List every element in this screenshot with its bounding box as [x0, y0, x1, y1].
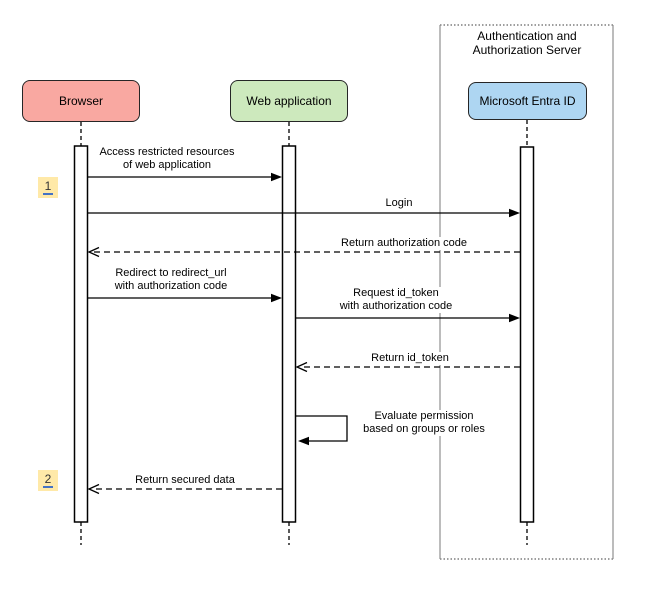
actor-web-application: Web application [230, 80, 348, 122]
message-line: Return secured data [135, 474, 235, 486]
badge-step-1[interactable]: 1 [38, 177, 58, 198]
message-line: Login [385, 197, 413, 209]
message-line: based on groups or roles [363, 423, 485, 435]
frame-title-line: Authentication and [477, 29, 577, 43]
frame-title-line: Authorization Server [472, 43, 582, 57]
actor-microsoft-entra-id: Microsoft Entra ID [468, 82, 587, 120]
message-line: Request id_token [353, 287, 439, 299]
arrowhead-return-auth-code [87, 246, 100, 258]
arrowhead-redirect [271, 293, 282, 303]
message-label-login: Login [383, 197, 415, 210]
message-label-request-id-token: Request id_token with authorization code [337, 287, 455, 313]
actor-label: Microsoft Entra ID [479, 94, 576, 108]
badge-number[interactable]: 1 [42, 179, 54, 195]
arrowhead-request-id-token [509, 313, 520, 323]
badge-step-2[interactable]: 2 [38, 470, 58, 491]
arrowhead-login [509, 208, 520, 218]
frame-title: Authentication and Authorization Server [441, 29, 613, 57]
arrowhead-access-restricted [271, 172, 282, 182]
message-line: Return authorization code [341, 237, 467, 249]
message-label-redirect: Redirect to redirect_url with authorizat… [112, 267, 230, 293]
message-label-return-auth-code: Return authorization code [339, 237, 469, 250]
actor-label: Web application [246, 94, 332, 108]
message-line: with authorization code [339, 300, 453, 312]
message-label-access-restricted: Access restricted resources of web appli… [97, 146, 237, 172]
message-line: Access restricted resources [99, 146, 235, 158]
message-label-evaluate-permission: Evaluate permission based on groups or r… [361, 410, 487, 436]
badge-number[interactable]: 2 [42, 472, 54, 488]
message-label-return-id-token: Return id_token [369, 352, 451, 365]
actor-label: Browser [58, 94, 103, 108]
message-line: Evaluate permission [374, 410, 474, 422]
message-line: of web application [122, 159, 212, 171]
arrowhead-return-secured-data [87, 483, 100, 495]
message-line: Return id_token [371, 352, 449, 364]
activation-bar-web-application [281, 145, 297, 523]
arrowhead-return-id-token [295, 361, 308, 373]
arrowhead-self-evaluate [298, 436, 309, 446]
actor-browser: Browser [22, 80, 140, 122]
message-line: with authorization code [114, 280, 228, 292]
activation-bar-entra [519, 146, 535, 523]
activation-bar-browser [73, 145, 89, 523]
message-label-return-secured-data: Return secured data [133, 474, 237, 487]
arrow-self-evaluate [296, 415, 348, 442]
message-line: Redirect to redirect_url [115, 267, 227, 279]
